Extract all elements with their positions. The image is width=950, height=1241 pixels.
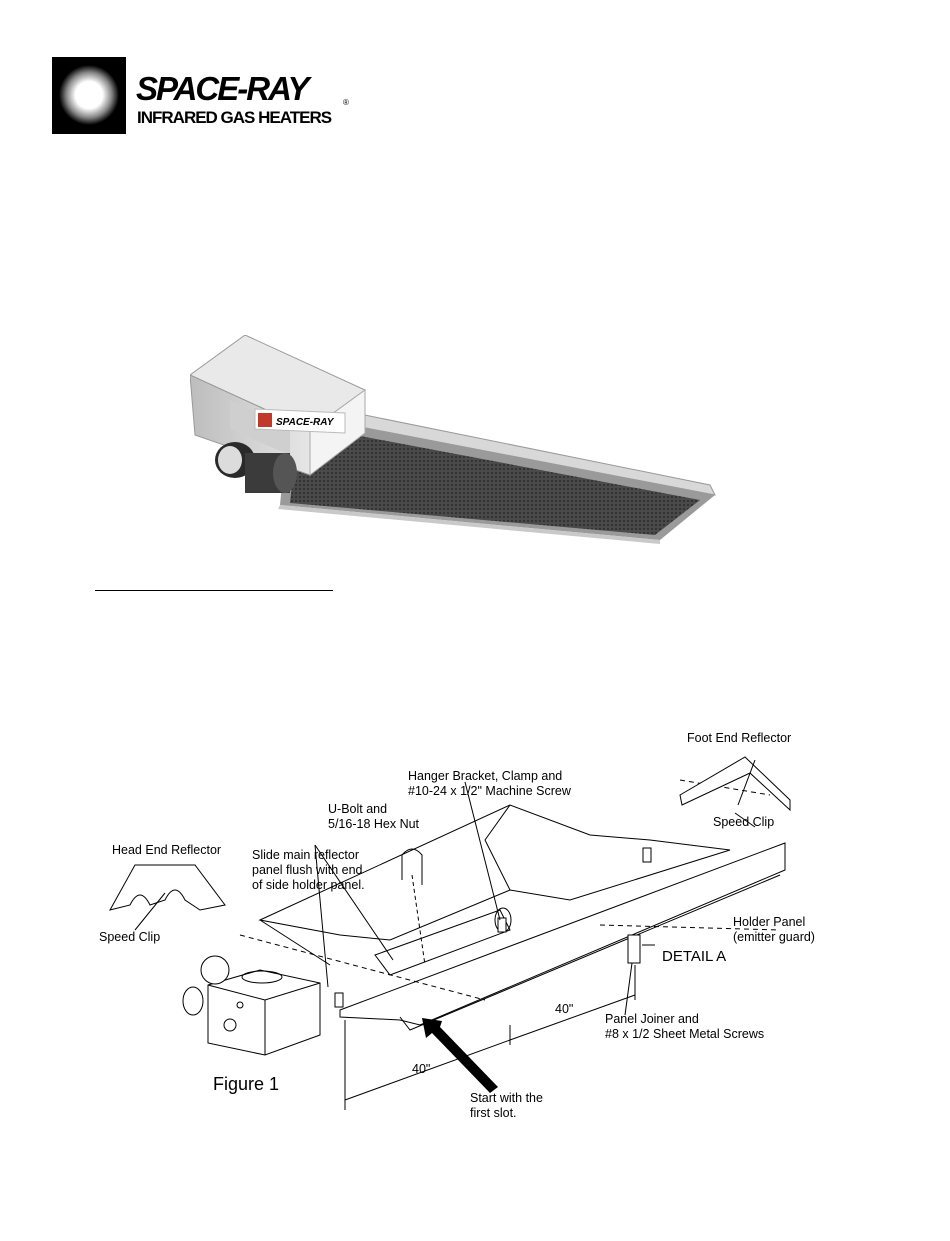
label-panel-joiner: Panel Joiner and #8 x 1/2 Sheet Metal Sc… — [605, 1012, 765, 1041]
registered-mark: ® — [343, 98, 349, 107]
brand-tagline: INFRARED GAS HEATERS — [137, 108, 332, 127]
dimension-40-left: 40" — [412, 1062, 431, 1076]
section-divider — [95, 590, 333, 591]
space-ray-logo-mark — [52, 57, 126, 134]
label-start-first-slot: Start with the first slot. — [470, 1091, 543, 1120]
label-hanger-bracket: Hanger Bracket, Clamp and #10-24 x 1/2" … — [408, 769, 571, 798]
unit-label-text: SPACE-RAY — [276, 417, 335, 428]
dimension-40-right: 40" — [555, 1002, 574, 1016]
figure-title: Figure 1 — [213, 1074, 280, 1094]
label-head-end-reflector: Head End Reflector — [112, 843, 222, 857]
label-speed-clip-left: Speed Clip — [99, 930, 161, 944]
label-holder-panel: Holder Panel (emitter guard) — [733, 915, 815, 944]
label-speed-clip-right: Speed Clip — [713, 815, 775, 829]
label-u-bolt: U-Bolt and 5/16-18 Hex Nut — [328, 802, 420, 831]
label-slide-main-reflector: Slide main reflector panel flush with en… — [252, 848, 365, 892]
label-foot-end-reflector: Foot End Reflector — [687, 731, 792, 745]
heater-photo: SPACE-RAY — [190, 335, 716, 544]
assembly-diagram — [109, 756, 791, 1110]
brand-name: SPACE-RAY — [136, 70, 309, 107]
detail-a-label: DETAIL A — [662, 948, 727, 965]
